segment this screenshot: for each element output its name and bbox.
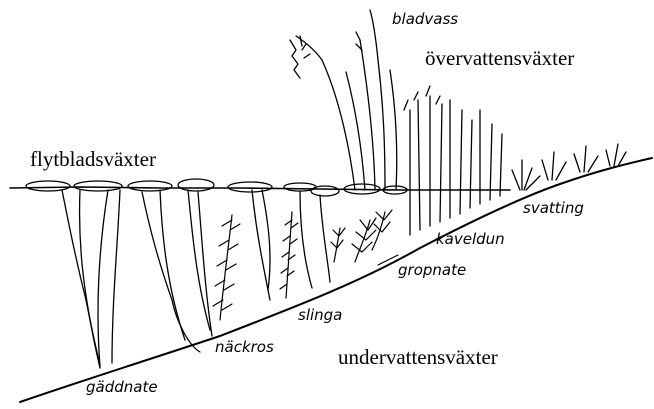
label-svatting: svatting bbox=[523, 199, 584, 217]
gropnate-plant bbox=[331, 210, 392, 262]
svatting-plants bbox=[512, 144, 626, 190]
label-slinga: slinga bbox=[298, 306, 342, 324]
floating-leaf-stems bbox=[62, 190, 330, 368]
label-undervattensvaxter: undervattensväxter bbox=[338, 345, 498, 369]
kaveldun-plants bbox=[404, 86, 502, 235]
label-gropnate: gropnate bbox=[398, 261, 466, 279]
label-flytbladsvaxter: flytbladsväxter bbox=[30, 147, 156, 171]
label-gaddnate: gäddnate bbox=[86, 378, 158, 396]
label-pointers bbox=[378, 255, 398, 265]
bladvass-plants bbox=[290, 10, 397, 190]
label-kaveldun: kaveldun bbox=[436, 230, 505, 248]
slinga-plants bbox=[213, 212, 298, 320]
label-overvattensvaxter: övervattensväxter bbox=[425, 46, 574, 70]
label-nackros: näckros bbox=[215, 338, 274, 356]
label-bladvass: bladvass bbox=[392, 10, 458, 28]
water-surface-line bbox=[10, 187, 510, 190]
